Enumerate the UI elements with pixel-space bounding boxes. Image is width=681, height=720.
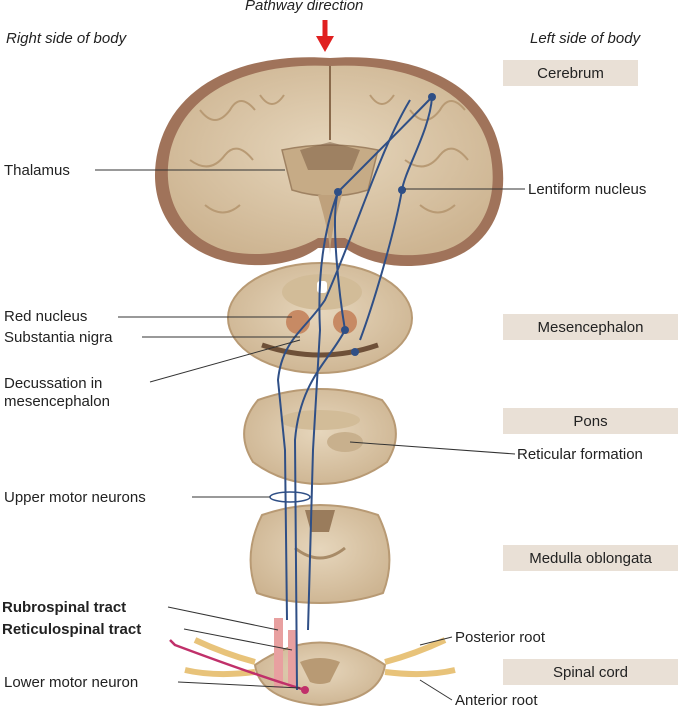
section-spinal-cord: Spinal cord bbox=[503, 659, 678, 685]
left-side-label: Left side of body bbox=[530, 30, 641, 47]
lentiform-nucleus-label: Lentiform nucleus bbox=[528, 181, 647, 198]
neuron-bodies bbox=[334, 93, 436, 356]
reticulospinal-tract-label: Reticulospinal tract bbox=[2, 621, 142, 638]
medulla-slice bbox=[249, 504, 391, 605]
decussation-label-line1: Decussation in bbox=[4, 375, 103, 392]
section-medulla: Medulla oblongata bbox=[503, 545, 678, 571]
reticular-formation-label: Reticular formation bbox=[517, 446, 643, 463]
rubrospinal-tract-label: Rubrospinal tract bbox=[2, 599, 127, 616]
thalamus-label: Thalamus bbox=[4, 162, 70, 179]
substantia-nigra-label: Substantia nigra bbox=[4, 329, 113, 346]
section-cerebrum: Cerebrum bbox=[503, 60, 638, 86]
posterior-root-label: Posterior root bbox=[455, 629, 546, 646]
pathway-direction-arrow bbox=[316, 20, 334, 52]
leader-lines bbox=[95, 169, 525, 701]
section-pons: Pons bbox=[503, 408, 678, 434]
right-side-label: Right side of body bbox=[6, 30, 127, 47]
pons-slice bbox=[243, 388, 397, 486]
anterior-root-label: Anterior root bbox=[455, 692, 538, 709]
pathway-direction-label: Pathway direction bbox=[245, 0, 364, 14]
spinal-cord-slice bbox=[169, 618, 456, 707]
upper-motor-neurons-label: Upper motor neurons bbox=[4, 489, 146, 506]
decussation-label-line2: mesencephalon bbox=[4, 393, 110, 410]
motor-pathway-lines bbox=[276, 96, 433, 691]
lower-motor-neuron-label: Lower motor neuron bbox=[4, 674, 139, 691]
cerebrum-slice bbox=[154, 57, 504, 267]
red-nucleus-label: Red nucleus bbox=[4, 308, 88, 325]
section-mesencephalon: Mesencephalon bbox=[503, 314, 678, 340]
upper-motor-ring bbox=[269, 491, 311, 503]
